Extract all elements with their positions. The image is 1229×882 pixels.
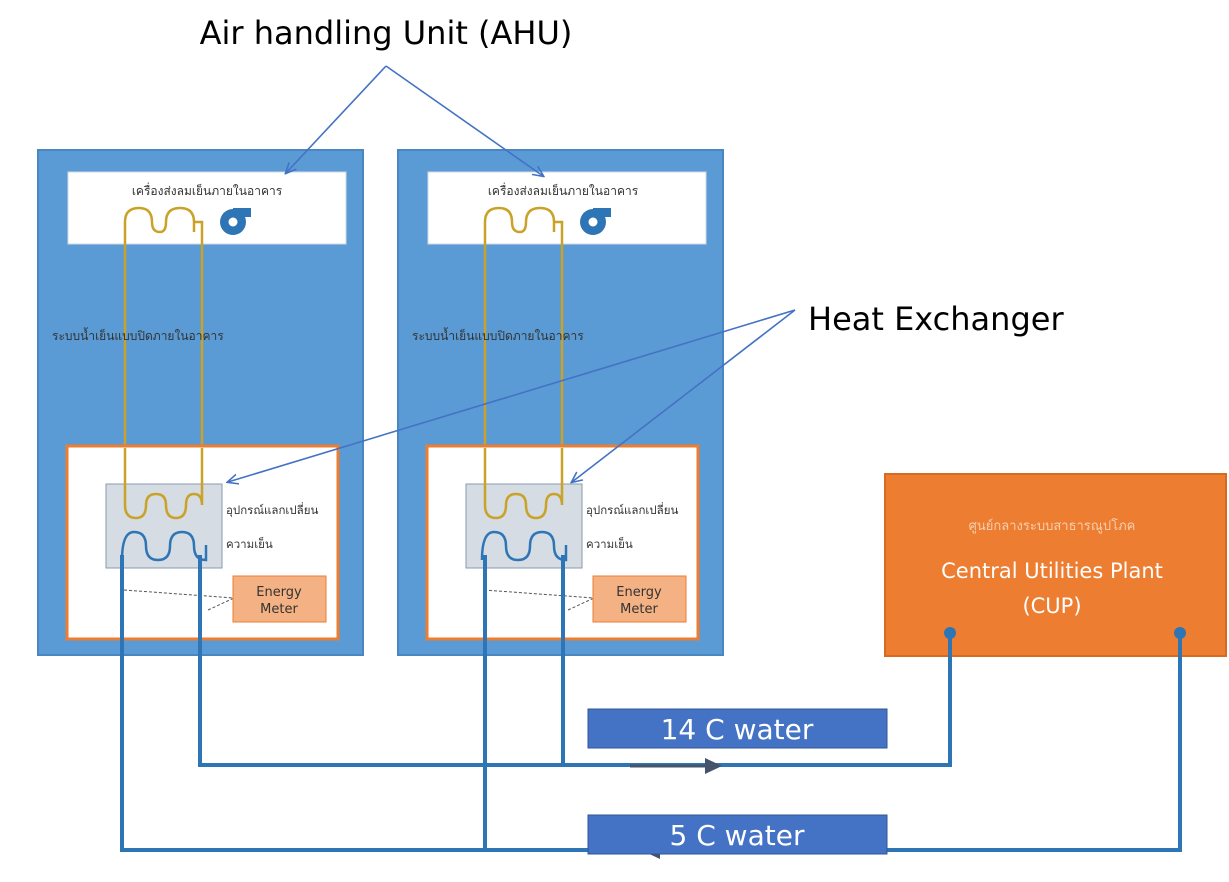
ahu-label: Air handling Unit (AHU) bbox=[200, 14, 573, 52]
building-1-fan-icon bbox=[220, 208, 251, 235]
building-2-hx-coil-warm bbox=[483, 448, 564, 520]
supply-water-label-box bbox=[587, 814, 888, 855]
building-1-hx-text-1: อุปกรณ์แลกเปลี่ยน bbox=[226, 502, 318, 517]
building-2-ahu-coil bbox=[483, 206, 564, 480]
building-2-ahu-text: เครื่องส่งลมเย็นภายในอาคาร bbox=[488, 182, 639, 198]
building-2: เครื่องส่งลมเย็นภายในอาคาร ระบบน้ำเย็นแบ… bbox=[397, 149, 724, 656]
building-2-ahu-box bbox=[427, 171, 707, 245]
hx-callout-1 bbox=[228, 309, 796, 482]
hx-callout-2 bbox=[572, 309, 796, 482]
callouts bbox=[228, 65, 796, 482]
building-2-hx-text-2: ความเย็น bbox=[586, 536, 633, 551]
supply-water-label: 5 C water bbox=[670, 819, 805, 852]
building-1-hx-coil-cold bbox=[120, 530, 208, 562]
building-2-fan-icon bbox=[580, 208, 611, 235]
building-1: เครื่องส่งลมเย็นภายในอาคาร ระบบน้ำเย็นแบ… bbox=[37, 149, 364, 656]
return-flow-arrowhead bbox=[705, 758, 722, 774]
building-2-system-text: ระบบน้ำเย็นแบบปิดภายในอาคาร bbox=[412, 327, 584, 343]
building-2-meter-text-2: Meter bbox=[620, 602, 658, 617]
building-2-energy-meter bbox=[592, 575, 687, 623]
cup-box bbox=[884, 473, 1227, 657]
building-1-energy-meter bbox=[232, 575, 327, 623]
cup: ศูนย์กลางระบบสาธารณูปโภค Central Utiliti… bbox=[884, 473, 1227, 657]
building-1-system-text: ระบบน้ำเย็นแบบปิดภายในอาคาร bbox=[52, 327, 224, 343]
building-1-meter-text-2: Meter bbox=[260, 602, 298, 617]
cup-name-line-1: Central Utilities Plant bbox=[941, 559, 1163, 583]
building-1-ahu-text: เครื่องส่งลมเย็นภายในอาคาร bbox=[132, 182, 283, 198]
return-water-label: 14 C water bbox=[661, 713, 814, 746]
building-2-hx-text-1: อุปกรณ์แลกเปลี่ยน bbox=[586, 502, 678, 517]
cup-thai-label: ศูนย์กลางระบบสาธารณูปโภค bbox=[969, 518, 1136, 534]
building-2-meter-text-1: Energy bbox=[616, 585, 662, 600]
ahu-callout-2 bbox=[385, 65, 543, 176]
building-2-hx-coil-cold bbox=[480, 530, 568, 562]
cup-name-line-2: (CUP) bbox=[1022, 594, 1081, 618]
building-1-hx-text-2: ความเย็น bbox=[226, 536, 273, 551]
building-1-ahu-box bbox=[67, 171, 347, 245]
building-1-meter-signal-line bbox=[123, 589, 235, 611]
heat-exchanger-label: Heat Exchanger bbox=[808, 300, 1064, 338]
building-1-hx-coil-warm bbox=[123, 448, 204, 520]
building-2-meter-signal-line bbox=[483, 589, 595, 611]
return-water-label-box bbox=[587, 708, 888, 749]
building-1-meter-text-1: Energy bbox=[256, 585, 302, 600]
return-pipe bbox=[198, 555, 952, 767]
building-1-ahu-coil bbox=[123, 206, 204, 480]
ahu-callout-1 bbox=[286, 65, 387, 173]
